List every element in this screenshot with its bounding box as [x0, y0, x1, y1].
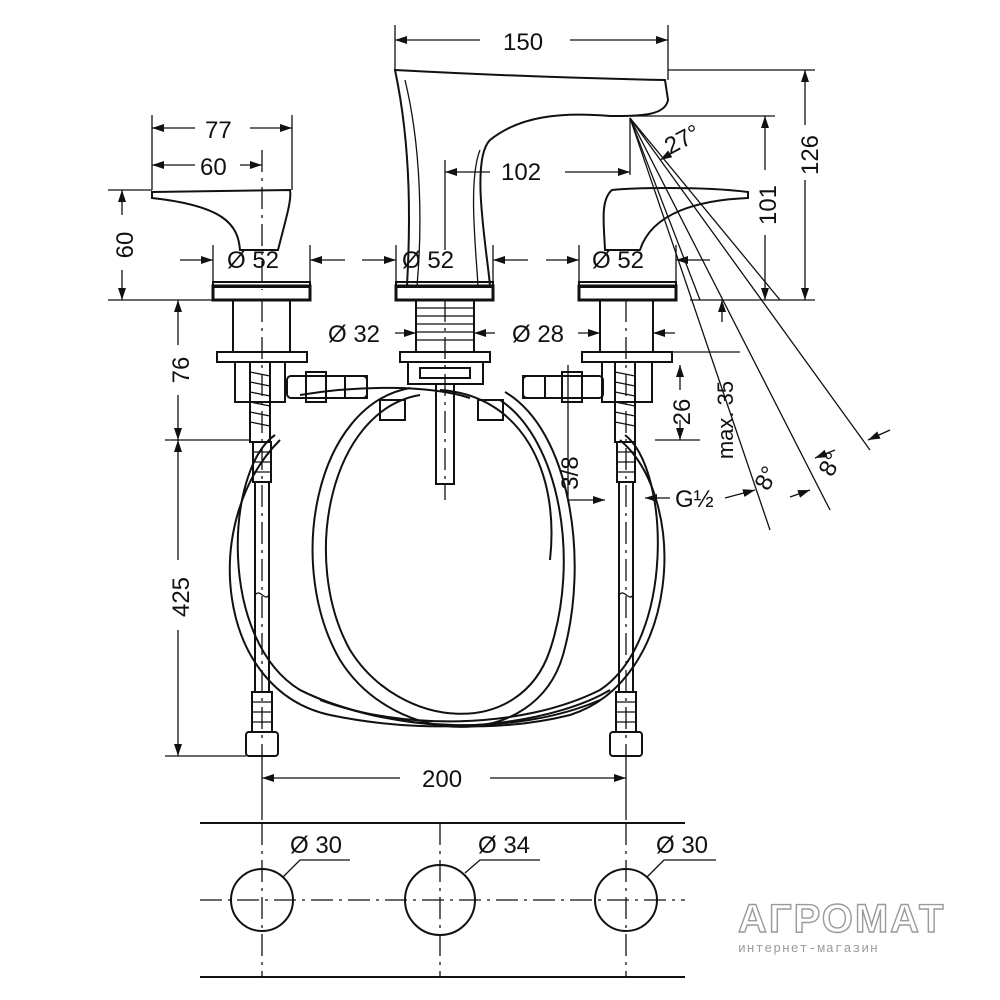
- center-spout: [393, 68, 670, 500]
- dim-handle-reach: 60: [200, 154, 227, 181]
- dim-spout-width: 150: [503, 29, 543, 56]
- dim-spout-height: 126: [797, 135, 824, 175]
- dim-spout-reach: 102: [501, 159, 541, 186]
- hoses: [228, 386, 666, 728]
- dim-hole-center: Ø 34: [478, 832, 530, 859]
- dim-shank-center: Ø 32: [328, 321, 380, 348]
- dim-handle-height: 60: [112, 232, 139, 259]
- dim-nut-height: 26: [669, 399, 696, 426]
- dim-spray-angle: 27°: [660, 119, 705, 160]
- dim-hole-left: Ø 30: [290, 832, 342, 859]
- watermark-tagline: интернет-магазин: [738, 941, 879, 956]
- deck-cutout-plan: [200, 822, 716, 978]
- dim-outlet-height: 101: [755, 185, 782, 225]
- connectors: [286, 371, 604, 421]
- dim-hose-length: 425: [168, 577, 195, 617]
- dim-thread-size: G½: [675, 486, 714, 513]
- dim-handle-width: 77: [205, 117, 232, 144]
- dim-base-left: Ø 52: [227, 247, 279, 274]
- left-handle: [151, 150, 312, 760]
- dim-hole-spacing: 200: [422, 766, 462, 793]
- dim-hole-right: Ø 30: [656, 832, 708, 859]
- dim-base-center: Ø 52: [402, 247, 454, 274]
- watermark-brand: АГРОМАТ: [738, 897, 945, 941]
- dim-shank-valve: Ø 28: [512, 321, 564, 348]
- watermark-logo: АГРОМАТ интернет-магазин: [737, 896, 945, 956]
- dim-shank-length: 76: [168, 357, 195, 384]
- dim-base-right: Ø 52: [592, 247, 644, 274]
- dim-max-thickness: max. 35: [713, 381, 738, 459]
- dim-tilt-angle-2: 8°: [813, 448, 848, 481]
- dimension-lines: [108, 25, 891, 820]
- dim-connection-size: 3/8: [557, 456, 584, 489]
- right-handle: [577, 187, 749, 760]
